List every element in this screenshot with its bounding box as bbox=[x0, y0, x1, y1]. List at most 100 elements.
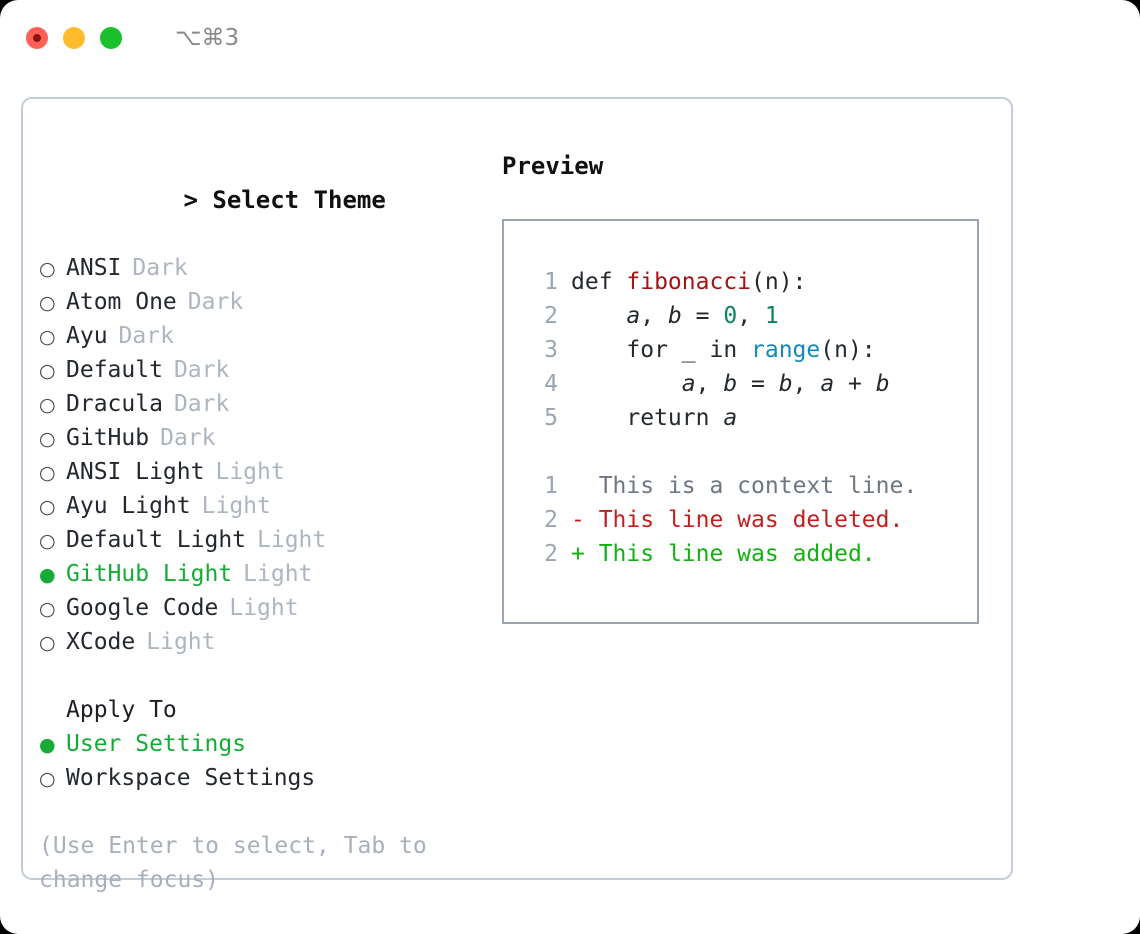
theme-option-label: Dracula bbox=[66, 391, 163, 417]
diff-line-number: 2 bbox=[544, 507, 558, 533]
theme-option-label: Default bbox=[66, 357, 163, 383]
theme-variant-tag: Light bbox=[257, 527, 327, 553]
diff-line-text: This line was added. bbox=[598, 541, 876, 567]
theme-option-atom-one[interactable]: ○ Atom One Dark bbox=[39, 285, 479, 319]
theme-option-label: ANSI bbox=[66, 255, 122, 281]
radio-unselected-icon: ○ bbox=[39, 292, 56, 314]
code-token-plain: = bbox=[737, 371, 779, 397]
code-token-plain: (n): bbox=[820, 337, 876, 363]
radio-unselected-icon: ○ bbox=[39, 530, 56, 552]
code-diff-gap bbox=[522, 435, 977, 469]
apply-to-option-workspace-settings[interactable]: ○ Workspace Settings bbox=[39, 761, 479, 795]
theme-variant-tag: Light bbox=[215, 459, 285, 485]
radio-unselected-icon: ○ bbox=[39, 258, 56, 280]
title-bar: ⌥⌘3 bbox=[0, 0, 1140, 76]
code-line-text: a, b = b, a + b bbox=[571, 367, 890, 401]
theme-option-google-code[interactable]: ○ Google Code Light bbox=[39, 591, 479, 625]
theme-variant-tag: Dark bbox=[160, 425, 216, 451]
theme-option-label: GitHub bbox=[66, 425, 150, 451]
theme-option-label: Google Code bbox=[66, 595, 219, 621]
theme-variant-tag: Dark bbox=[118, 323, 174, 349]
select-theme-header: > Select Theme bbox=[39, 149, 479, 251]
select-theme-header-label: Select Theme bbox=[212, 186, 386, 214]
theme-option-default-light[interactable]: ○ Default Light Light bbox=[39, 523, 479, 557]
diff-marker-del: - bbox=[571, 507, 599, 533]
theme-option-default[interactable]: ○ Default Dark bbox=[39, 353, 479, 387]
code-token-num: 1 bbox=[764, 303, 779, 329]
code-token-def: return bbox=[571, 405, 724, 431]
code-line-number: 1 bbox=[544, 269, 558, 295]
apply-to-header: Apply To bbox=[66, 697, 177, 723]
diff-line: 2- This line was deleted. bbox=[522, 503, 977, 537]
section-spacer bbox=[39, 659, 479, 693]
code-token-var: b bbox=[723, 371, 738, 397]
code-token-plain: , bbox=[737, 303, 765, 329]
maximize-button[interactable] bbox=[100, 27, 122, 49]
code-line: 2 a, b = 0, 1 bbox=[522, 299, 977, 333]
caret-prompt-icon: > bbox=[183, 186, 213, 214]
theme-option-label: XCode bbox=[66, 629, 136, 655]
code-token-plain: , bbox=[695, 371, 724, 397]
diff-line-number: 1 bbox=[544, 473, 558, 499]
code-token-plain: , bbox=[792, 371, 821, 397]
code-token-var: a bbox=[626, 303, 641, 329]
diff-sample: 1 This is a context line.2- This line wa… bbox=[522, 469, 977, 571]
diff-line-number: 2 bbox=[544, 541, 558, 567]
code-line-number: 2 bbox=[544, 303, 558, 329]
code-line-number: 5 bbox=[544, 405, 558, 431]
radio-unselected-icon: ○ bbox=[39, 360, 56, 382]
code-token-var: b bbox=[667, 303, 682, 329]
keyboard-hint: (Use Enter to select, Tab to change focu… bbox=[39, 833, 441, 893]
code-token-plain bbox=[571, 371, 682, 397]
radio-unselected-icon: ○ bbox=[39, 768, 56, 790]
radio-unselected-icon: ○ bbox=[39, 428, 56, 450]
theme-variant-tag: Dark bbox=[187, 289, 244, 315]
apply-to-option-user-settings[interactable]: ● User Settings bbox=[39, 727, 479, 761]
radio-selected-icon: ● bbox=[39, 734, 56, 756]
radio-unselected-icon: ○ bbox=[39, 462, 56, 484]
code-token-plain: (n): bbox=[751, 269, 807, 295]
theme-variant-tag: Light bbox=[229, 595, 299, 621]
apply-to-option-label: Workspace Settings bbox=[66, 765, 316, 791]
code-token-plain: + bbox=[834, 371, 876, 397]
apply-to-option-label: User Settings bbox=[66, 731, 247, 757]
theme-option-label: GitHub Light bbox=[66, 561, 233, 587]
theme-option-label: ANSI Light bbox=[66, 459, 205, 485]
code-line-number: 3 bbox=[544, 337, 558, 363]
code-token-plain: = bbox=[681, 303, 724, 329]
code-line-text: a, b = 0, 1 bbox=[571, 299, 779, 333]
code-token-num: 0 bbox=[723, 303, 738, 329]
code-token-var: b bbox=[875, 371, 890, 397]
code-token-fn: fibonacci bbox=[626, 269, 752, 295]
theme-option-label: Atom One bbox=[66, 289, 177, 315]
diff-line: 1 This is a context line. bbox=[522, 469, 977, 503]
diff-marker-add: + bbox=[571, 541, 599, 567]
theme-option-label: Ayu Light bbox=[66, 493, 191, 519]
close-button[interactable] bbox=[26, 27, 48, 49]
diff-line-text: This is a context line. bbox=[598, 473, 918, 499]
code-token-plain: , bbox=[640, 303, 668, 329]
diff-marker-context bbox=[571, 469, 599, 503]
theme-option-label: Default Light bbox=[66, 527, 247, 553]
code-token-var: a bbox=[681, 371, 696, 397]
code-token-plain bbox=[571, 303, 626, 329]
theme-variant-tag: Dark bbox=[173, 357, 230, 383]
minimize-button[interactable] bbox=[63, 27, 85, 49]
theme-option-github[interactable]: ○ GitHub Dark bbox=[39, 421, 479, 455]
radio-unselected-icon: ○ bbox=[39, 598, 56, 620]
theme-option-ansi-light[interactable]: ○ ANSI Light Light bbox=[39, 455, 479, 489]
radio-selected-icon: ● bbox=[39, 564, 56, 586]
diff-line-text: This line was deleted. bbox=[598, 507, 904, 533]
